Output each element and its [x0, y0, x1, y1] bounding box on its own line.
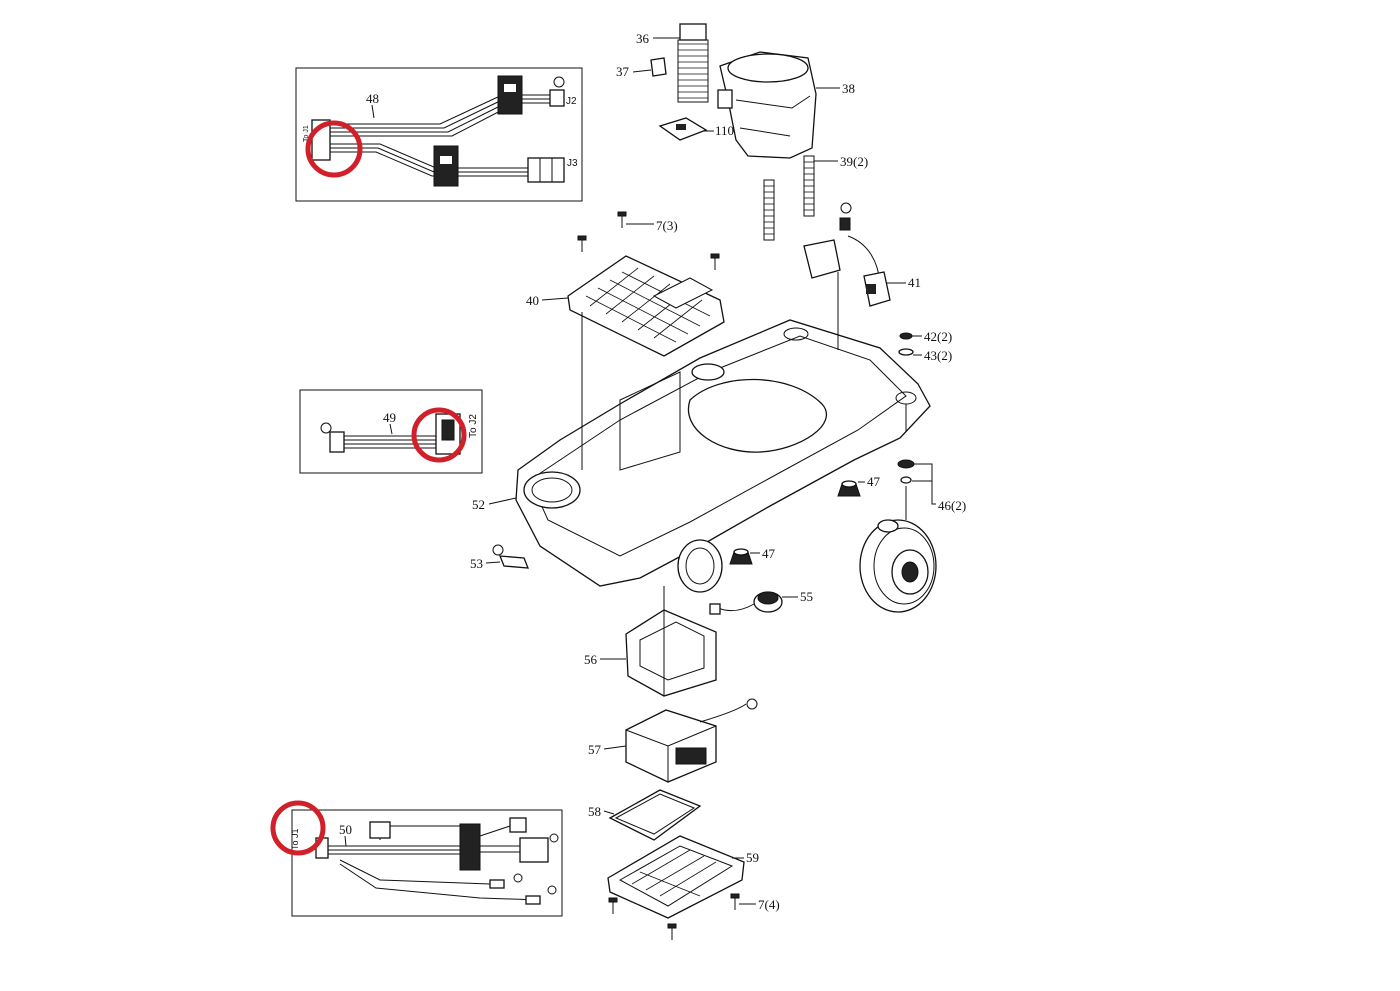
part-7-screws-upper — [577, 211, 720, 270]
label-36: 36 — [636, 31, 650, 46]
label-59: 59 — [746, 850, 759, 865]
label-43: 43(2) — [924, 348, 952, 363]
label-50: 50 — [339, 822, 352, 837]
part-52-chassis — [515, 272, 931, 610]
label-39: 39(2) — [840, 154, 868, 169]
label-58: 58 — [588, 804, 601, 819]
label-47-center: 47 — [762, 546, 776, 561]
harness49-to-j2: To J2 — [468, 414, 479, 438]
part-46-wheel — [859, 459, 937, 613]
label-46: 46(2) — [938, 498, 966, 513]
part-47-foot-center — [729, 548, 753, 565]
highlight-circle-50 — [270, 800, 326, 856]
highlight-circle-48 — [305, 120, 363, 178]
label-38: 38 — [842, 81, 855, 96]
label-55: 55 — [800, 589, 813, 604]
part-47-foot-right — [837, 480, 861, 497]
part-38-motor-housing — [717, 51, 817, 159]
part-56-battery-holder — [625, 609, 717, 697]
part-36-spring-cartridge — [677, 23, 709, 103]
label-7-upper: 7(3) — [656, 218, 678, 233]
part-37-clip — [650, 57, 667, 77]
label-42: 42(2) — [924, 329, 952, 344]
part-55-buzzer — [709, 591, 783, 615]
part-41-sensor — [803, 202, 891, 307]
part-42-43-washers — [898, 332, 914, 356]
inset-harness-50: 50 To J1 — [270, 800, 563, 917]
inset-harness-49: 49 To J2 — [299, 389, 483, 474]
inset-harness-48: 48 To J1 J2 J3 — [295, 67, 583, 202]
label-47-right: 47 — [867, 474, 881, 489]
label-41: 41 — [908, 275, 921, 290]
harness50-to-j1: To J1 — [290, 828, 300, 850]
label-48: 48 — [366, 91, 379, 106]
motor-assembly: 36 37 38 110 — [616, 23, 868, 241]
harness48-j2: J2 — [566, 96, 577, 107]
label-7-lower: 7(4) — [758, 897, 780, 912]
harness48-to-j1: To J1 — [303, 125, 310, 142]
label-110: 110 — [715, 123, 734, 138]
part-57-battery — [625, 698, 758, 783]
part-59-battery-cover — [607, 835, 745, 919]
label-53: 53 — [470, 556, 483, 571]
label-37: 37 — [616, 64, 630, 79]
label-49: 49 — [383, 410, 396, 425]
part-7-screws-lower — [608, 893, 740, 940]
part-53-clip — [492, 544, 529, 569]
label-57: 57 — [588, 742, 602, 757]
part-58-gasket — [608, 789, 702, 841]
part-40-grille-cover — [567, 255, 725, 357]
harness48-j3: J3 — [567, 158, 578, 169]
highlight-circle-49 — [411, 407, 467, 463]
label-40: 40 — [526, 293, 539, 308]
label-52: 52 — [472, 497, 485, 512]
label-56: 56 — [584, 652, 598, 667]
part-39-springs — [763, 155, 815, 241]
